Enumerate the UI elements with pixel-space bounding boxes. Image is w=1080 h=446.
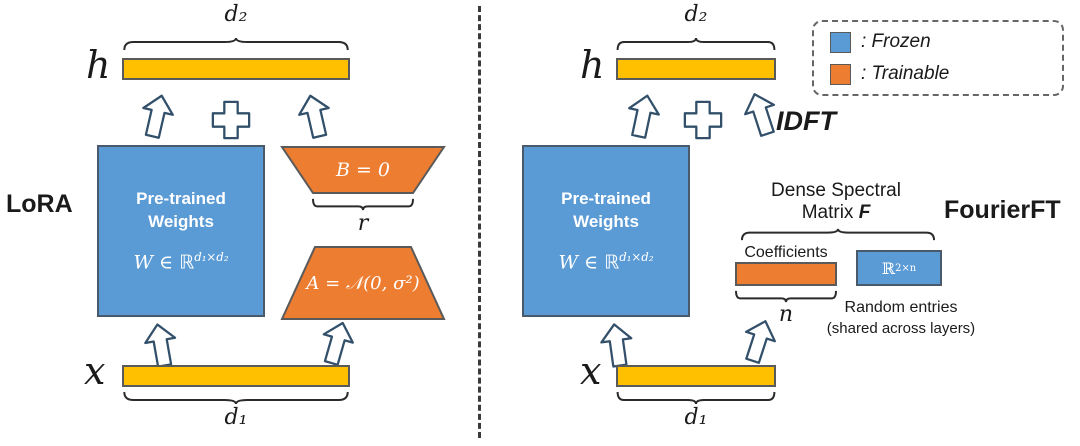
spectral-title-prefix: Matrix [801, 202, 854, 223]
pretrained-weights-math: W ∈ ℝd₁×d₂ [133, 250, 228, 273]
trapezoid-shape [280, 246, 446, 320]
legend-trainable-label: : Trainable [861, 63, 950, 84]
lora-r-label: r [357, 211, 369, 236]
w-math-sup: d₁×d₂ [619, 250, 654, 265]
plus-icon [683, 100, 723, 140]
spectral-matrix-title: Dense Spectral Matrix F [738, 180, 934, 224]
fourierft-pretrained-weights-box: Pre-trained Weights W ∈ ℝd₁×d₂ [522, 145, 690, 317]
random-entries-line1: Random entries [844, 299, 958, 316]
up-arrow-icon [142, 94, 174, 139]
legend-box: : Frozen : Trainable [812, 20, 1064, 96]
lora-method-label: LoRA [6, 190, 73, 218]
legend-frozen-label: : Frozen [861, 31, 931, 52]
lora-d2-label: d₂ [224, 2, 248, 27]
fourierft-d1-label: d₁ [684, 405, 708, 430]
random-entries-caption: Random entries (shared across layers) [806, 297, 996, 339]
up-arrow-icon [144, 323, 177, 368]
up-arrow-icon [298, 94, 330, 139]
idft-label: IDFT [776, 106, 836, 136]
lora-a-matrix: A = 𝒩(0, σ²) [280, 246, 446, 320]
random-entries-line2: (shared across layers) [826, 320, 976, 337]
lora-a-label: A = 𝒩(0, σ²) [306, 272, 420, 294]
w-math-base: W ∈ ℝ [558, 251, 620, 274]
pretrained-weights-line2: Weights [148, 212, 214, 232]
lora-d1-label: d₁ [224, 405, 248, 430]
w-math-base: W ∈ ℝ [133, 251, 195, 274]
pretrained-weights-line2: Weights [573, 212, 639, 232]
fourierft-d2-label: d₂ [684, 2, 708, 27]
fourierft-x-label: x [580, 349, 602, 393]
n-label: n [778, 302, 794, 327]
lora-h-label: h [86, 43, 111, 87]
fourierft-method-label: FourierFT [944, 196, 1061, 224]
lora-x-label: x [84, 349, 106, 393]
lora-b-label: B = 0 [335, 159, 391, 181]
trainable-swatch-icon [830, 63, 851, 85]
lora-input-vector-x [122, 365, 350, 387]
up-arrow-icon [628, 94, 660, 139]
trapezoid-shape [280, 146, 446, 194]
frozen-swatch-icon [830, 31, 851, 53]
plus-icon [211, 100, 251, 140]
spectral-title-f: F [858, 202, 871, 223]
coefficients-label: Coefficients [744, 244, 828, 261]
n-underbrace [735, 290, 837, 303]
legend-frozen-row: : Frozen [830, 31, 1046, 53]
coefficients-vector [735, 262, 837, 286]
spectral-matrix-overbrace [740, 228, 936, 241]
pretrained-weights-math: W ∈ ℝd₁×d₂ [558, 250, 653, 273]
spectral-title-line2: Matrix F [738, 202, 934, 224]
fourierft-output-vector-h [616, 58, 776, 80]
up-arrow-icon [744, 93, 776, 137]
lora-pretrained-weights-box: Pre-trained Weights W ∈ ℝd₁×d₂ [97, 145, 265, 317]
fourierft-d2-overbrace [616, 37, 776, 51]
fourierft-d1-underbrace [616, 391, 776, 405]
spectral-title-line1: Dense Spectral [771, 180, 901, 201]
pretrained-weights-line1: Pre-trained [561, 189, 651, 209]
w-math-sup: d₁×d₂ [194, 250, 229, 265]
up-arrow-icon [322, 321, 354, 366]
up-arrow-icon [600, 323, 633, 368]
lora-d1-underbrace [122, 391, 350, 405]
up-arrow-icon [744, 320, 776, 364]
r2n-sup: 2×n [895, 262, 917, 274]
lora-output-vector-h [122, 58, 350, 80]
lora-r-underbrace [312, 198, 414, 211]
panel-divider [478, 6, 481, 438]
lora-b-matrix: B = 0 [280, 146, 446, 194]
fourierft-input-vector-x [616, 365, 776, 387]
r2n-base: ℝ [881, 258, 896, 278]
fourierft-h-label: h [580, 43, 605, 87]
lora-d2-overbrace [122, 37, 350, 51]
pretrained-weights-line1: Pre-trained [136, 189, 226, 209]
legend-trainable-row: : Trainable [830, 63, 1046, 85]
